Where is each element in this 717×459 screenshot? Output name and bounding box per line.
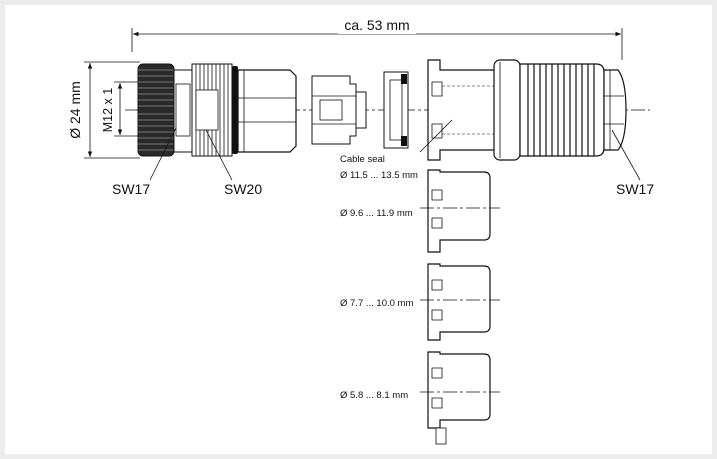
cable-seal-title: Cable seal xyxy=(340,154,385,165)
thread-dimension: M12 x 1 xyxy=(101,81,140,137)
sw17-left-leader xyxy=(149,127,177,181)
cable-seal-1 xyxy=(419,59,499,161)
overall-length-dimension: ca. 53 mm xyxy=(131,17,623,60)
pressure-nut xyxy=(493,59,627,161)
connector-exploded-drawing: ca. 53 mm Ø 24 mm M12 x 1 xyxy=(67,17,654,445)
contact-insert xyxy=(311,75,367,145)
coupling-nut xyxy=(137,63,193,157)
cable-seal-range-3: Ø 7.7 ... 10.0 mm xyxy=(340,298,413,309)
hex-housing xyxy=(237,69,297,153)
sw17-right-label: SW17 xyxy=(616,181,654,197)
sw17-left-label: SW17 xyxy=(112,181,150,197)
overall-length-label: ca. 53 mm xyxy=(344,17,409,33)
sw20-label: SW20 xyxy=(224,181,262,197)
cable-seal-range-2: Ø 9.6 ... 11.9 mm xyxy=(340,208,413,219)
cable-seal-2 xyxy=(420,169,500,253)
cable-seal-4 xyxy=(420,351,500,445)
drawing-sheet: ca. 53 mm Ø 24 mm M12 x 1 xyxy=(5,5,712,454)
thread-label: M12 x 1 xyxy=(101,88,115,133)
cable-seal-range-4: Ø 5.8 ... 8.1 mm xyxy=(340,390,408,401)
sw20-leader xyxy=(205,129,233,181)
diameter-label: Ø 24 mm xyxy=(67,81,83,139)
sw17-right-leader xyxy=(611,129,641,181)
cable-seal-range-1: Ø 11.5 ... 13.5 mm xyxy=(340,170,418,181)
ribbed-body xyxy=(191,63,238,157)
clamp-ring xyxy=(383,71,409,149)
diameter-dimension: Ø 24 mm xyxy=(67,61,140,159)
cable-seal-3 xyxy=(420,263,500,341)
